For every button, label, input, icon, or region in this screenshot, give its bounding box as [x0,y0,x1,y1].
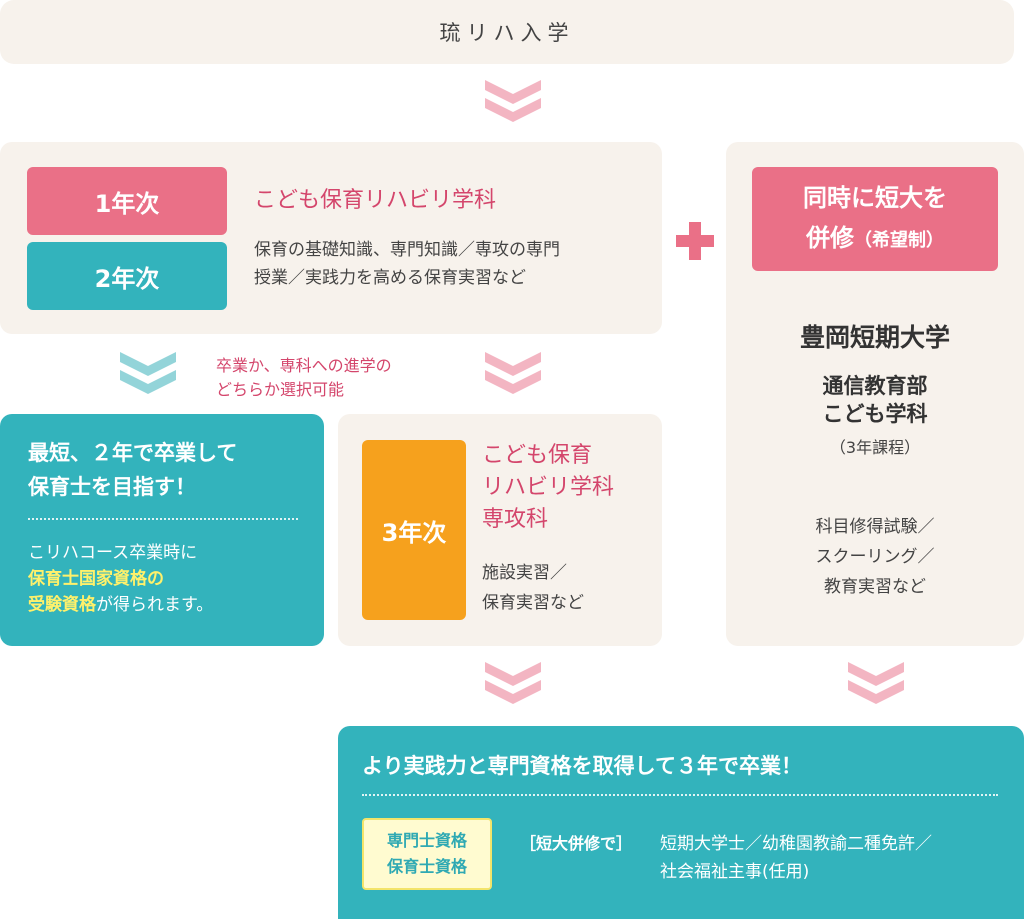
certificate-box: 専門士資格 保育士資格 [362,818,492,890]
graduate-panel [0,414,324,646]
year3-label: 3年次 [381,518,447,547]
chevron-down-icon [120,352,176,394]
year1-label: 1年次 [94,189,160,218]
dual-enrollment-note: （希望制） [854,229,944,251]
junior-college-desc-line: スクーリング／ [815,547,935,567]
dual-enrollment-badge: 同時に短大を 併修（希望制） [752,167,998,271]
divider [362,794,998,796]
graduate-desc-highlight: 保育士国家資格の [28,569,164,589]
result-description: 短期大学士／幼稚園教諭二種免許／ 社会福祉主事(任用) [660,830,932,886]
dual-enrollment-line2: 併修（希望制） [752,218,998,261]
graduate-title: 最短、２年で卒業して 保育士を目指す！ [28,436,237,504]
graduate-description: こリハコース卒業時に 保育士国家資格の 受験資格が得られます。 [28,540,213,618]
choice-note-line: どちらか選択可能 [216,380,345,399]
graduate-desc-line: 受験資格が得られます。 [28,592,213,618]
department-line1: 通信教育部 [822,374,928,398]
graduate-desc-highlight: 受験資格 [28,595,96,615]
course3-title-line: こども保育 [482,443,593,468]
course3-title-line: リハビリ学科 [482,475,615,500]
chevron-down-icon [485,352,541,394]
graduate-title-line: 最短、２年で卒業して [28,441,238,465]
year2-label: 2年次 [94,264,160,293]
enrollment-header: 琉リハ入学 [0,0,1014,64]
result-title: より実践力と専門資格を取得して３年で卒業！ [362,754,802,778]
graduate-desc-line: こリハコース卒業時に [28,543,198,563]
chevron-down-icon [485,80,541,122]
choice-note-line: 卒業か、専科への進学の [216,356,392,375]
graduate-title-line: 保育士を目指す！ [28,475,196,499]
chevron-down-icon [485,662,541,704]
course1-desc-line: 保育の基礎知識、専門知識／専攻の専門 [254,240,560,260]
choice-note: 卒業か、専科への進学の どちらか選択可能 [216,354,392,402]
course1-description: 保育の基礎知識、専門知識／専攻の専門 授業／実践力を高める保育実習など [254,236,560,292]
course-length: （3年課程） [829,438,921,457]
junior-college-description: 科目修得試験／ スクーリング／ 教育実習など [726,512,1024,602]
college-name: 豊岡短期大学 [799,323,950,352]
dual-enrollment-line1: 同時に短大を [803,183,947,212]
course3-title-line: 専攻科 [482,507,549,532]
result-desc-line: 短期大学士／幼稚園教諭二種免許／ [660,834,932,854]
junior-college-desc-line: 科目修得試験／ [815,517,935,537]
dual-enrollment-main: 併修 [806,223,854,252]
year3-badge: 3年次 [362,440,466,620]
course3-title: こども保育 リハビリ学科 専攻科 [482,440,614,536]
course1-title: こども保育リハビリ学科 [254,188,497,213]
year2-badge: 2年次 [27,242,227,310]
certificate-item: 専門士資格 [386,831,467,850]
year1-badge: 1年次 [27,167,227,235]
plus-icon [676,222,714,260]
chevron-down-icon [848,662,904,704]
course3-desc-line: 保育実習など [482,593,584,613]
divider [28,518,298,520]
junior-college-desc-line: 教育実習など [824,577,926,597]
result-desc-line: 社会福祉主事(任用) [660,862,810,882]
certificate-item: 保育士資格 [386,857,467,876]
course1-desc-line: 授業／実践力を高める保育実習など [254,268,526,288]
dual-enrollment-tag: ［短大併修で］ [520,834,633,853]
course3-desc-line: 施設実習／ [482,563,567,583]
department-line2: こども学科 [822,402,928,426]
header-title: 琉リハ入学 [439,21,575,45]
graduate-desc-tail: が得られます。 [96,595,214,615]
course3-description: 施設実習／ 保育実習など [482,558,584,618]
